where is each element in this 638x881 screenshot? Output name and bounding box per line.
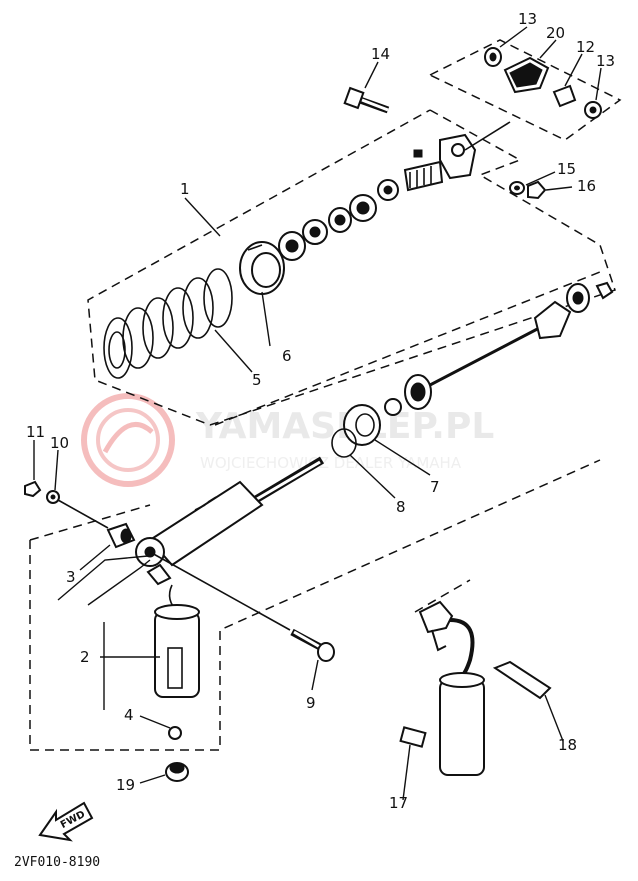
callout-15: 15 xyxy=(557,160,576,178)
fwd-arrow-icon: FWD xyxy=(38,801,94,842)
spring-seat-6 xyxy=(239,241,285,295)
leader-lines xyxy=(33,26,602,801)
callout-7: 7 xyxy=(430,478,440,496)
spring-5 xyxy=(103,268,233,379)
callout-6: 6 xyxy=(282,347,292,365)
callout-12: 12 xyxy=(576,38,595,56)
callout-17: 17 xyxy=(389,794,408,812)
callout-9: 9 xyxy=(306,694,316,712)
bolt-9 xyxy=(149,551,335,662)
damper-outline xyxy=(29,459,601,751)
callouts: 1 2 3 4 5 6 7 8 9 10 11 12 13 13 14 15 1… xyxy=(26,10,615,812)
diagram-code: 2VF010-8190 xyxy=(14,855,100,870)
reservoir-detail xyxy=(399,579,552,776)
callout-16: 16 xyxy=(577,177,596,195)
callout-8: 8 xyxy=(396,498,406,516)
callout-3: 3 xyxy=(66,568,76,586)
callout-2: 2 xyxy=(80,648,90,666)
callout-11: 11 xyxy=(26,423,45,441)
adjuster-stack xyxy=(278,179,399,261)
shaft-assembly xyxy=(331,281,614,458)
link-outline xyxy=(428,39,622,141)
callout-14: 14 xyxy=(371,45,390,63)
callout-18: 18 xyxy=(558,736,577,754)
washer-nut xyxy=(509,180,547,200)
watermark-logo-icon xyxy=(81,393,175,487)
callout-19: 19 xyxy=(116,776,135,794)
callout-4: 4 xyxy=(124,706,134,724)
watermark-tagline: WOJCIECHOWICZ DEALER YAMAHA xyxy=(200,454,462,472)
callout-20: 20 xyxy=(546,24,565,42)
watermark: YAMASKLEP.PL WOJCIECHOWICZ DEALER YAMAHA xyxy=(81,393,494,487)
callout-13-right: 13 xyxy=(596,52,615,70)
bushing-and-washers xyxy=(24,480,136,549)
o-ring-8 xyxy=(331,428,357,458)
callout-1: 1 xyxy=(180,180,190,198)
reservoir-2 xyxy=(154,604,200,740)
cap-19 xyxy=(165,762,189,782)
shaft-group-line xyxy=(214,269,606,426)
group-outlines xyxy=(29,39,622,751)
callout-13-top: 13 xyxy=(518,10,537,28)
top-clevis xyxy=(403,121,511,192)
link-parts xyxy=(484,47,602,119)
assembly-outline xyxy=(87,109,616,426)
callout-5: 5 xyxy=(252,371,262,389)
shock-body xyxy=(135,456,325,613)
valve-4 xyxy=(168,726,182,740)
callout-10: 10 xyxy=(50,434,69,452)
bolt-14 xyxy=(343,86,390,114)
